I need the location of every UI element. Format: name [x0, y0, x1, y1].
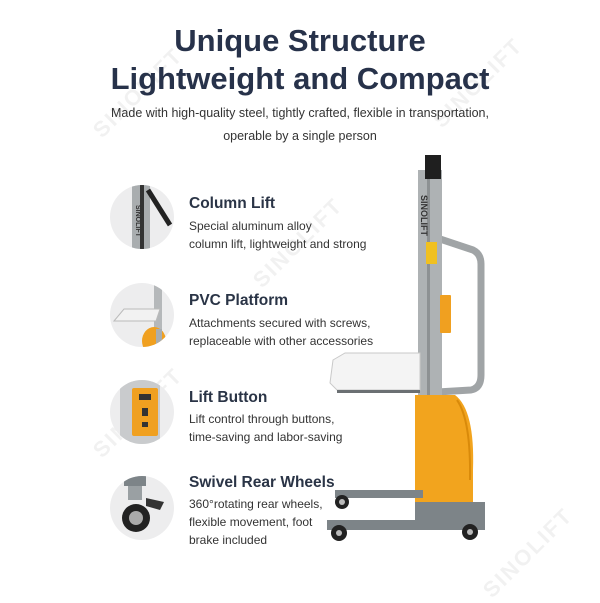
feature-desc-line: replaceable with other accessories	[189, 334, 374, 348]
platform-photo	[110, 283, 174, 347]
svg-text:SINOLIFT: SINOLIFT	[419, 195, 429, 236]
feature-desc: 360°rotating rear wheels, flexible movem…	[189, 495, 323, 549]
feature-desc-line: time-saving and labor-saving	[189, 430, 343, 444]
caster-wheel-photo	[110, 476, 174, 540]
feature-desc-line: Attachments secured with screws,	[189, 316, 371, 330]
feature-title: Column Lift	[189, 195, 276, 212]
column-lift-photo: SINOLIFT	[110, 185, 174, 249]
feature-title: Swivel Rear Wheels	[189, 474, 335, 491]
page-title-line2: Lightweight and Compact	[110, 61, 490, 96]
control-box-photo	[110, 380, 174, 444]
feature-desc-line: flexible movement, foot	[189, 515, 313, 529]
feature-desc-line: Special aluminum alloy	[189, 219, 312, 233]
feature-desc-line: column lift, lightweight and strong	[189, 237, 367, 251]
feature-desc-line: Lift control through buttons,	[189, 412, 335, 426]
svg-text:SINOLIFT: SINOLIFT	[134, 205, 141, 238]
subtitle-line1: Made with high-quality steel, tightly cr…	[111, 106, 489, 120]
feature-desc: Lift control through buttons, time-savin…	[189, 410, 342, 446]
feature-desc: Attachments secured with screws, replace…	[189, 314, 373, 350]
subtitle-line2: operable by a single person	[223, 129, 377, 143]
page-title-line1: Unique Structure	[174, 23, 426, 58]
lift-product-image: SINOLIFT	[327, 155, 485, 541]
feature-desc: Special aluminum alloy column lift, ligh…	[189, 217, 366, 253]
feature-title: PVC Platform	[189, 292, 289, 309]
feature-desc-line: brake included	[189, 533, 268, 547]
feature-desc-line: 360°rotating rear wheels,	[189, 497, 323, 511]
feature-title: Lift Button	[189, 389, 268, 406]
